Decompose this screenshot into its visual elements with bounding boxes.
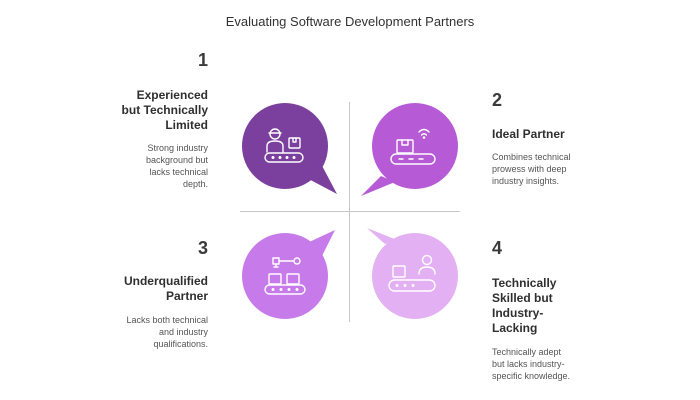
quadrant-2-description: Combines technical prowess with deep ind… xyxy=(492,152,571,186)
quadrant-4-tail xyxy=(367,228,397,244)
horizontal-divider xyxy=(240,211,460,212)
quadrant-1-description: Strong industry background but lacks tec… xyxy=(145,143,208,189)
quadrant-2-heading: Ideal Partner xyxy=(492,127,565,141)
quadrant-1-number: 1 xyxy=(197,50,208,70)
quadrant-3-tail xyxy=(305,230,335,262)
quadrant-3-number: 3 xyxy=(197,238,208,258)
quadrant-4-circle xyxy=(372,233,458,319)
quadrant-3-bubble xyxy=(242,230,335,319)
quadrant-2-number: 2 xyxy=(492,90,503,110)
quadrant-4-number: 4 xyxy=(492,238,503,258)
quadrant-4-description: Technically adept but lacks industry- sp… xyxy=(492,347,571,381)
quadrant-2-tail xyxy=(361,176,395,196)
robot-arm-conveyor-icon xyxy=(264,257,306,295)
diagram-title: Evaluating Software Development Partners xyxy=(225,14,475,29)
quadrant-1-circle xyxy=(242,103,328,189)
quadrant-4-bubble xyxy=(367,228,458,319)
quadrant-1-tail xyxy=(303,160,337,194)
worker-conveyor-icon xyxy=(264,128,304,163)
person-conveyor-icon xyxy=(388,254,436,292)
quadrant-2-circle xyxy=(372,103,458,189)
quadrant-3-circle xyxy=(242,233,328,319)
quadrant-3-description: Lacks both technical and industry qualif… xyxy=(126,315,208,349)
quadrant-4-heading: Technically Skilled but Industry- Lackin… xyxy=(492,276,557,335)
quadrant-3-heading: Underqualified Partner xyxy=(123,274,208,303)
quadrant-1-heading: Experienced but Technically Limited xyxy=(121,88,208,132)
quadrant-1-bubble xyxy=(242,103,337,194)
wireless-conveyor-icon xyxy=(390,128,436,165)
quadrant-2-bubble xyxy=(361,103,458,196)
vertical-divider xyxy=(349,102,350,322)
